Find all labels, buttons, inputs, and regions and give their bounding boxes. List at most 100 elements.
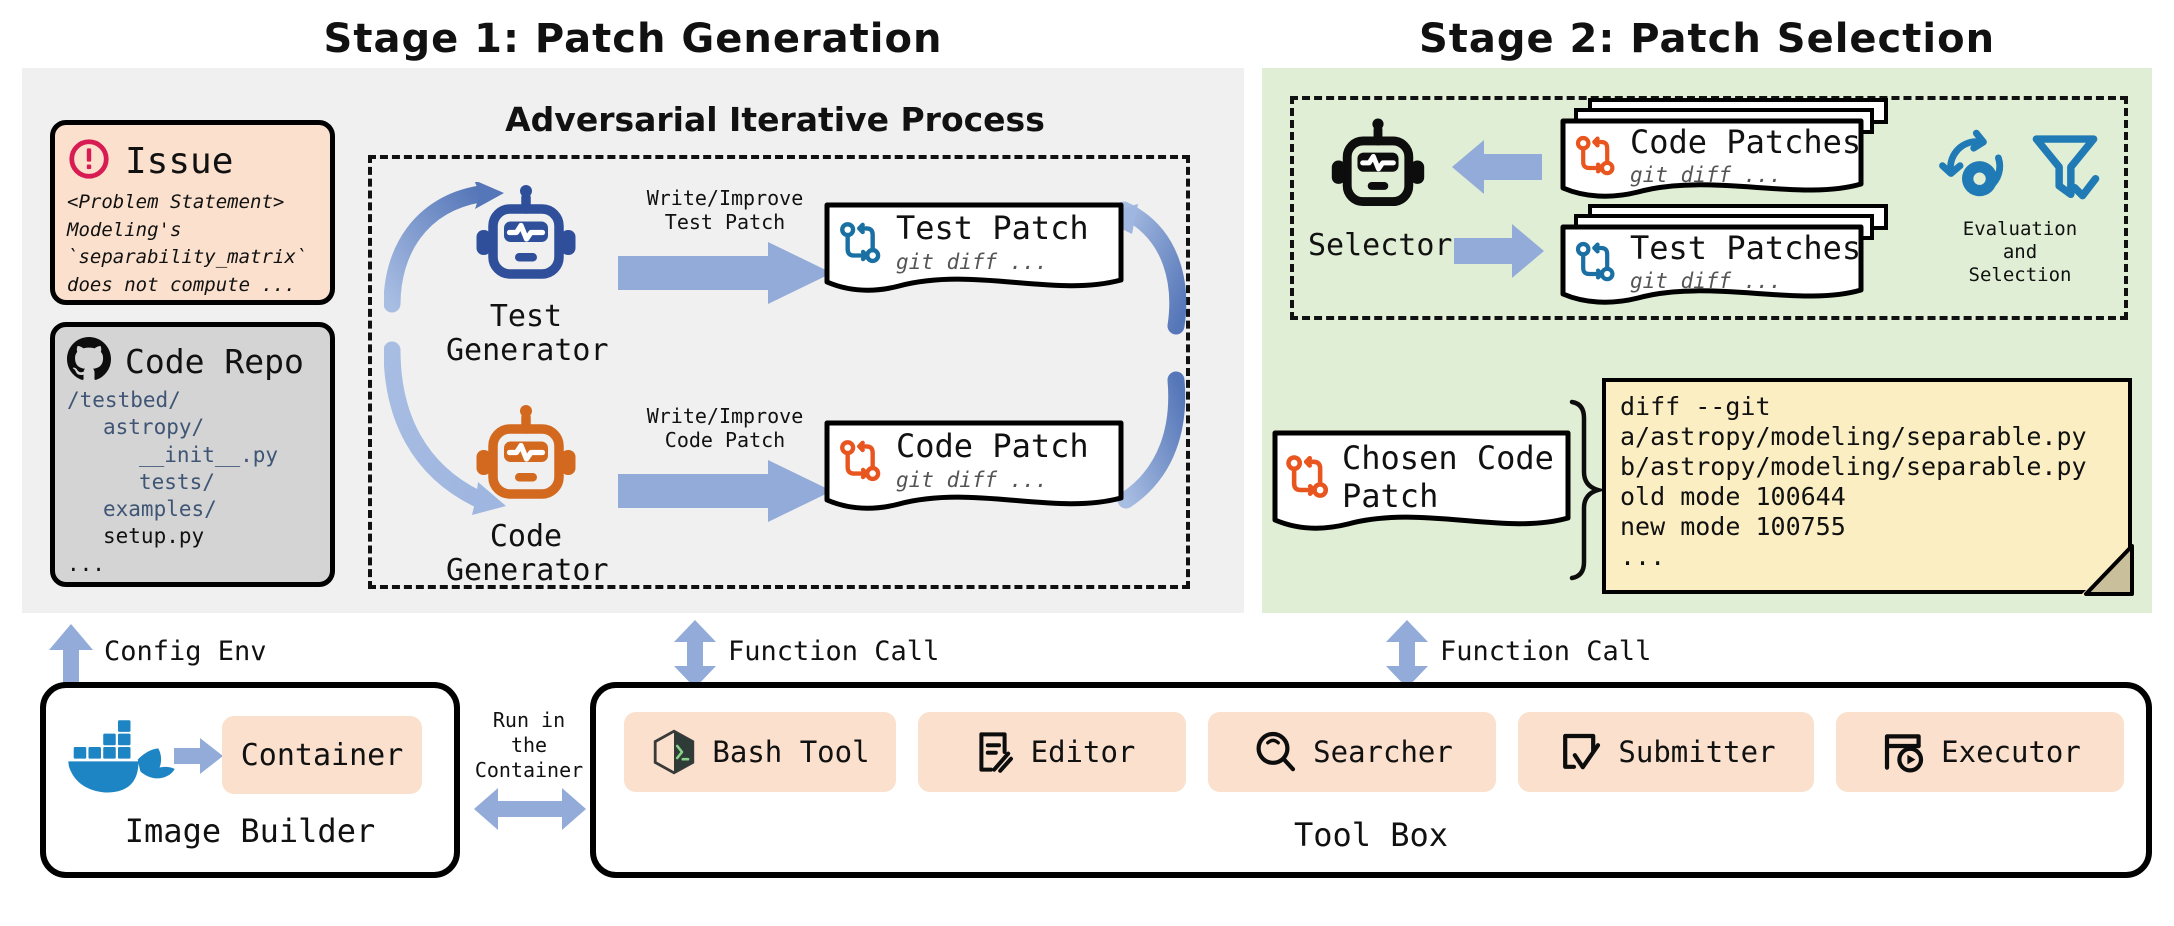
function-call-arrow-1	[674, 620, 716, 688]
config-env-arrow	[49, 624, 93, 686]
config-env-label: Config Env	[104, 636, 267, 667]
test-arrow-label: Write/Improve Test Patch	[646, 186, 804, 234]
tool-editor[interactable]: Editor	[918, 712, 1186, 792]
image-builder-label: Image Builder	[124, 812, 376, 850]
adversarial-process-box	[368, 155, 1190, 589]
document-pencil-icon	[979, 732, 1013, 773]
container-label: Container	[240, 737, 404, 773]
tool-submitter[interactable]: Submitter	[1518, 712, 1814, 792]
code-flow-arrow	[618, 460, 832, 522]
test-patch-card: Test Patch git diff ...	[824, 202, 1124, 293]
tool-label: Editor	[1030, 735, 1136, 769]
tool-bash-tool[interactable]: Bash Tool	[624, 712, 896, 792]
function-call-label-1: Function Call	[728, 636, 940, 667]
code-patch-card: Code Patch git diff ...	[824, 420, 1124, 511]
tool-executor[interactable]: Executor	[1836, 712, 2124, 792]
test-patch-sub: git diff ...	[896, 250, 1048, 274]
function-call-label-2: Function Call	[1440, 636, 1652, 667]
diff-line: b/astropy/modeling/separable.py	[1620, 452, 2087, 481]
container-chip: Container	[222, 716, 422, 794]
run-in-container-arrow	[474, 788, 586, 830]
robot-icon	[1331, 118, 1425, 207]
function-call-arrow-2	[1386, 620, 1428, 688]
adversarial-title: Adversarial Iterative Process	[505, 100, 1045, 139]
selector-in-arrow	[1452, 140, 1542, 194]
git-merge-icon	[1575, 135, 1615, 176]
build-arrow	[174, 738, 223, 774]
cycle-gear-icon	[1939, 129, 2004, 197]
tool-label: Submitter	[1618, 735, 1776, 769]
issue-card: Issue <Problem Statement> Modeling's `sepa…	[50, 120, 335, 305]
tree-node: __init__.py	[139, 442, 279, 467]
magnifier-icon	[1256, 731, 1296, 772]
tree-node: astropy/	[103, 415, 205, 440]
code-arrow-label: Write/Improve Code Patch	[646, 404, 804, 452]
code-patches-sub: git diff ...	[1630, 163, 1782, 187]
tool-label: Searcher	[1313, 735, 1453, 769]
git-merge-icon	[840, 221, 881, 263]
tool-searcher[interactable]: Searcher	[1208, 712, 1496, 792]
selector-label: Selector	[1308, 228, 1453, 263]
torn-paper-shape	[1272, 430, 1571, 531]
issue-body: <Problem Statement> Modeling's `separabili…	[67, 191, 318, 297]
chosen-code-patch-card: Chosen Code Patch	[1272, 430, 1572, 542]
tree-node: tests/	[139, 469, 215, 494]
torn-paper-shape	[824, 420, 1124, 511]
stage2-title: Stage 2: Patch Selection	[1418, 16, 1996, 62]
code-patches-stack: Code Patches git diff ...	[1560, 98, 1890, 202]
test-patch-title: Test Patch	[896, 209, 1089, 247]
diff-line: new mode 100755	[1620, 512, 1846, 541]
tool-label: Executor	[1941, 735, 2081, 769]
code-patches-title: Code Patches	[1630, 123, 1862, 161]
issue-line: `separability_matrix`	[67, 246, 308, 269]
git-merge-icon	[840, 439, 881, 481]
stage1-title: Stage 1: Patch Generation	[323, 16, 943, 62]
evaluation-selection-label: Evaluation and Selection	[1962, 218, 2078, 287]
diff-line: ...	[1620, 542, 1666, 571]
window-play-icon	[1885, 734, 1924, 773]
tool-label: Bash Tool	[712, 735, 870, 769]
test-flow-arrow	[618, 242, 832, 304]
issue-title: Issue	[125, 140, 234, 182]
run-in-container-line: Container	[474, 758, 584, 782]
code-patch-title: Code Patch	[896, 427, 1089, 465]
docker-icon	[68, 720, 175, 793]
iteration-loop-arrows	[384, 182, 506, 515]
code-patch-sub: git diff ...	[896, 468, 1048, 492]
terminal-hex-icon	[654, 729, 695, 775]
selector-out-arrow	[1454, 224, 1544, 278]
test-patches-sub: git diff ...	[1630, 269, 1782, 293]
tree-node: examples/	[103, 497, 217, 522]
brace-connector	[1569, 399, 1607, 581]
diff-line: old mode 100644	[1620, 482, 1846, 511]
diff-line: diff --git	[1620, 392, 1771, 421]
test-patches-title: Test Patches	[1630, 229, 1862, 267]
folded-corner-icon	[2080, 542, 2134, 596]
tool-box-label: Tool Box	[1293, 816, 1449, 854]
tool-box: Bash Tool Editor Searcher	[590, 682, 2152, 878]
tree-node: setup.py	[103, 524, 205, 549]
robot-icon	[476, 185, 576, 279]
diff-line: a/astropy/modeling/separable.py	[1620, 422, 2087, 451]
tree-node: ...	[67, 551, 105, 576]
code-generator-label: Code Generator	[446, 519, 609, 588]
run-in-container-line: the	[510, 733, 548, 757]
torn-paper-shape	[824, 202, 1124, 293]
checkbox-check-icon	[1563, 733, 1601, 770]
code-repo-title: Code Repo	[125, 341, 304, 381]
git-merge-icon	[1286, 455, 1329, 498]
torn-paper-shape	[1560, 118, 1864, 199]
issue-line: <Problem Statement>	[67, 191, 285, 213]
issue-line: does not compute ...	[67, 273, 296, 296]
tree-node: /testbed/	[67, 388, 181, 412]
chosen-patch-title-2: Patch	[1342, 477, 1439, 515]
image-builder-box: Container Image Builder	[40, 682, 460, 878]
git-merge-icon	[1575, 241, 1615, 282]
alert-circle-icon	[67, 137, 111, 185]
issue-line: Modeling's	[67, 218, 182, 241]
chosen-patch-title-1: Chosen Code	[1342, 439, 1554, 477]
